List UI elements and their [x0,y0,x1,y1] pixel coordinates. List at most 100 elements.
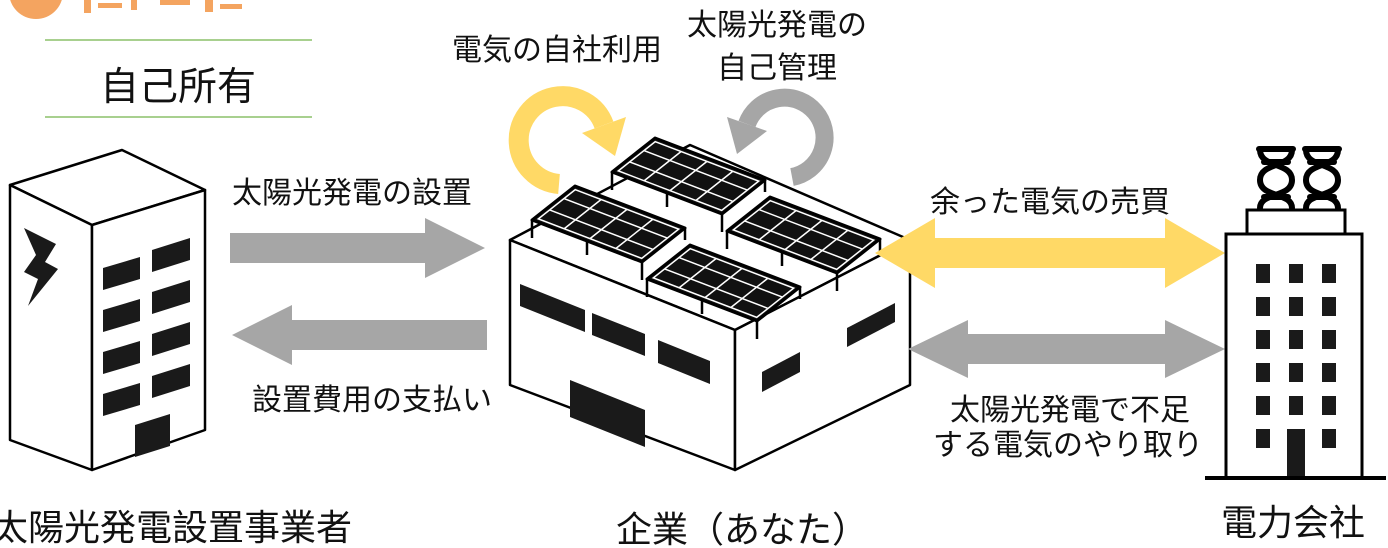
installer-label: 太陽光発電設置事業者 [0,508,352,548]
factory-door [570,380,645,447]
circular-arrow-clockwise-icon [508,86,614,194]
window [1322,429,1336,448]
window [103,341,140,374]
solar-panel-grid-line [758,208,863,250]
solar-panel-icon [530,184,687,280]
solar-panel-grid-line [615,218,654,250]
window [1322,396,1336,415]
window [103,299,140,332]
shortfall-exchange-label-line1: 太陽光発電で不足 [950,393,1190,428]
window [520,284,585,332]
window [1256,429,1270,448]
solar-panel-array [530,136,882,339]
self-management-label-line2: 自己管理 [717,51,837,86]
circular-arrow-counterclockwise-icon [738,88,834,186]
solar-panel-cell-border [536,188,681,260]
solar-panel-cell-border [731,199,876,271]
solar-panel-grid-line [678,256,783,298]
solar-panel-grid-line [664,268,769,310]
installer-building-left-face [8,183,94,472]
heading-number-badge [10,0,62,19]
window [1256,264,1270,283]
shortfall-exchange-label-line2: する電気のやり取り [933,428,1203,463]
window [1256,363,1270,382]
payment-flow: 設置費用の支払い [232,305,492,418]
window [152,322,190,356]
solar-panel-grid-line [810,229,849,261]
solar-panel-cell-border [616,140,761,212]
window [1322,363,1336,382]
page-title: 自己所有 [100,65,256,110]
solar-panel-icon [725,195,882,291]
window [1256,330,1270,349]
window [658,340,710,384]
payment-label: 設置費用の支払い [252,383,492,418]
window [1289,264,1303,283]
solar-panel-icon [645,243,802,339]
self-management-flow: 太陽光発電の 自己管理 [687,8,867,186]
window [1322,264,1336,283]
installation-flow: 太陽光発電の設置 [230,176,485,278]
solar-panel-grid-line [563,197,668,239]
window [1289,297,1303,316]
window [1256,297,1270,316]
helix-tower-icon [1302,146,1342,211]
solar-panel-grid-line [695,170,734,202]
factory-with-solar-panels-icon [508,136,912,472]
self-management-label-line1: 太陽光発電の [687,8,867,43]
solar-panel-grid-line [643,150,682,182]
window [762,352,800,392]
heading-text-fragment [84,0,242,13]
circular-arrow-clockwise-head [582,117,626,156]
helix-tower-icon [1256,146,1296,211]
company-label: 企業（あなた） [616,510,868,548]
solar-panel-grid-line [643,149,748,191]
solar-panel-grid-line [589,208,628,240]
solar-panel-grid-line [704,267,743,299]
window [1289,363,1303,382]
solar-panel-grid-line [678,257,717,289]
window [1322,330,1336,349]
solar-panel-grid-line [563,198,602,230]
window [1289,330,1303,349]
power-company-building-icon [1205,146,1386,480]
window [847,303,895,347]
circular-arrow-counterclockwise-head [727,117,767,154]
utility-door [1287,429,1305,478]
factory-right-face [733,238,912,472]
double-arrow-icon [875,218,1225,288]
self-consumption-label: 電気の自社利用 [452,33,662,68]
solar-panel-grid-line [669,160,708,192]
solar-panel-grid-line [758,209,797,241]
window [152,280,190,314]
utility-windows [1256,264,1336,448]
surplus-trading-label: 余った電気の売買 [930,185,1170,220]
solar-panel-grid-line [549,209,654,251]
installer-door [135,414,170,457]
window [1256,396,1270,415]
factory-windows [520,284,895,392]
utility-label: 電力会社 [1221,503,1365,544]
solar-panel-icon [610,136,767,232]
window [152,364,190,398]
utility-roof-cap [1245,208,1347,236]
cutoff-heading-fragment [10,0,242,19]
window [1289,396,1303,415]
office-building-icon [8,148,207,472]
solar-panel-grid-line [730,277,769,309]
installation-label: 太陽光発電の設置 [232,176,472,211]
solar-panel-grid-line [784,219,823,251]
window [103,383,140,416]
installer-windows [103,238,190,416]
solar-panel-cell-border [651,247,796,319]
self-consumption-flow: 電気の自社利用 [452,33,662,194]
arrow-right-icon [230,218,485,278]
arrow-left-icon [232,305,487,365]
double-arrow-icon [908,320,1225,378]
installer-logo-mark [24,228,58,306]
ownership-title-block: 自己所有 [45,39,312,118]
solar-panel-grid-line [744,220,849,262]
window [592,313,645,356]
solar-panel-grid-line [629,161,734,203]
